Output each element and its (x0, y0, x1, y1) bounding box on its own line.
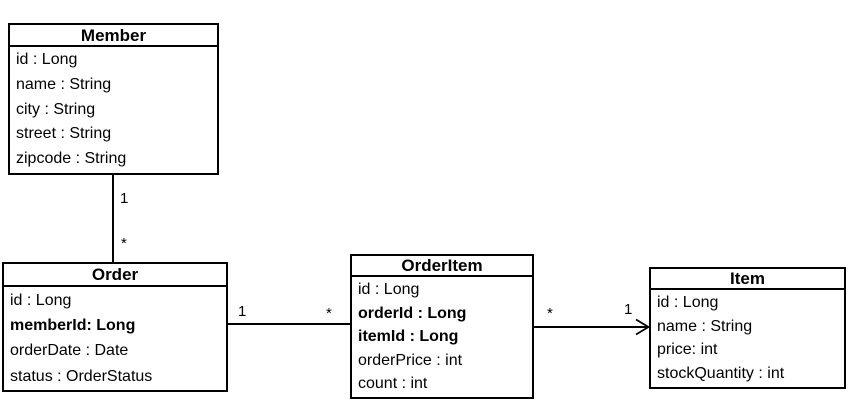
attribute: id : Long (16, 51, 78, 68)
attribute: count : int (358, 375, 428, 393)
attribute: status : OrderStatus (10, 367, 153, 385)
class-title-orderitem: OrderItem (352, 256, 532, 277)
class-title-member: Member (10, 25, 217, 47)
class-box-item: Item id : Long name : String price: int … (649, 267, 846, 389)
attribute: zipcode : String (16, 150, 127, 168)
attribute: name : String (657, 317, 753, 335)
class-box-orderitem: OrderItem id : Long orderId : Long itemI… (350, 254, 534, 399)
attribute-list-order: id : Long memberId: Long orderDate : Dat… (4, 287, 226, 389)
attribute-list-item: id : Long name : String price: int stock… (651, 290, 844, 386)
attribute: orderDate : Date (10, 342, 129, 360)
multiplicity-item-side: 1 (623, 301, 634, 318)
attribute-list-orderitem: id : Long orderId : Long itemId : Long o… (352, 277, 532, 396)
attribute-list-member: id : Long name : String city : String st… (10, 47, 217, 172)
open-arrowhead-icon (635, 318, 650, 336)
attribute: price: int (657, 341, 718, 359)
attribute: memberId: Long (10, 317, 136, 335)
multiplicity-orderitem-side: * (325, 305, 333, 322)
attribute: orderId : Long (358, 304, 467, 322)
attribute: id : Long (657, 294, 719, 311)
attribute: orderPrice : int (358, 351, 463, 369)
class-box-member: Member id : Long name : String city : St… (8, 23, 219, 175)
attribute: name : String (16, 75, 112, 93)
attribute: id : Long (358, 281, 420, 298)
class-box-order: Order id : Long memberId: Long orderDate… (2, 262, 228, 392)
attribute: itemId : Long (358, 328, 459, 346)
attribute: stockQuantity : int (657, 365, 785, 383)
attribute: city : String (16, 100, 96, 118)
association-line-order-orderitem (228, 323, 350, 325)
multiplicity-order-side: 1 (237, 303, 248, 320)
attribute: id : Long (10, 292, 72, 309)
multiplicity-orderitem-side: * (546, 305, 554, 322)
association-line-orderitem-item (534, 326, 648, 328)
class-title-item: Item (651, 269, 844, 290)
multiplicity-member-side: 1 (119, 190, 130, 207)
attribute: street : String (16, 125, 112, 143)
multiplicity-order-side: * (120, 235, 128, 252)
association-line-member-order (112, 175, 114, 262)
class-title-order: Order (4, 264, 226, 287)
